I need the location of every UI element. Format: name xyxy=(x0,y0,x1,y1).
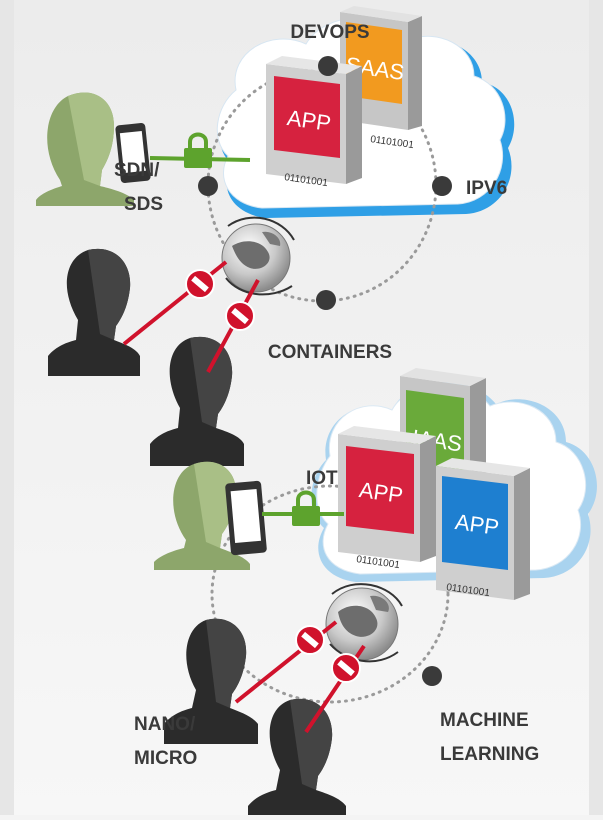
top-blocked-user-icon-1 xyxy=(48,248,140,376)
nano-label-line-2: MICRO xyxy=(134,748,197,769)
bottom-app-box-red: APP 01101001 xyxy=(338,426,436,571)
top-phone-icon xyxy=(115,122,151,184)
bottom-lock-icon xyxy=(292,490,320,526)
ipv6-label: IPV6 xyxy=(466,178,507,199)
bottom-blocked-user-icon-2 xyxy=(248,698,346,815)
block-icon xyxy=(295,625,325,655)
ml-node xyxy=(422,666,442,686)
top-blocked-user-icon-2 xyxy=(150,336,244,466)
iot-label: IOT xyxy=(306,468,338,489)
nano-label: NANO/ MICRO xyxy=(134,714,201,769)
devops-label: DEVOPS xyxy=(290,22,369,43)
nano-label-line-1: NANO/ xyxy=(134,714,196,735)
bottom-app-box-blue-label: APP xyxy=(454,509,501,540)
top-lock-icon xyxy=(184,132,212,168)
ml-label-line-2: LEARNING xyxy=(440,744,539,765)
sdn-label: SDN/ SDS xyxy=(114,160,165,215)
ml-label: MACHINE LEARNING xyxy=(440,710,539,765)
bottom-phone-icon xyxy=(225,480,267,556)
top-active-user-icon xyxy=(36,92,134,206)
top-app-box-label: APP xyxy=(286,105,333,136)
top-globe-icon xyxy=(221,216,295,296)
containers-label: CONTAINERS xyxy=(268,342,392,363)
top-app-box: APP 01101001 xyxy=(266,56,362,189)
bottom-app-box-blue: APP 01101001 xyxy=(436,458,530,600)
ml-label-line-1: MACHINE xyxy=(440,710,529,731)
bottom-globe-icon xyxy=(325,583,403,663)
ipv6-node xyxy=(432,176,452,196)
bottom-orbit xyxy=(210,484,450,704)
bottom-app-box-red-label: APP xyxy=(358,477,405,508)
bottom-blocked-user-icon-1 xyxy=(164,618,258,744)
devops-node xyxy=(318,56,338,76)
sdn-node xyxy=(198,176,218,196)
containers-node xyxy=(316,290,336,310)
block-icon xyxy=(185,269,215,299)
block-icon xyxy=(225,301,255,331)
sdn-label-line-1: SDN/ xyxy=(114,160,160,181)
block-icon xyxy=(331,653,361,683)
sdn-label-line-2: SDS xyxy=(124,194,163,215)
